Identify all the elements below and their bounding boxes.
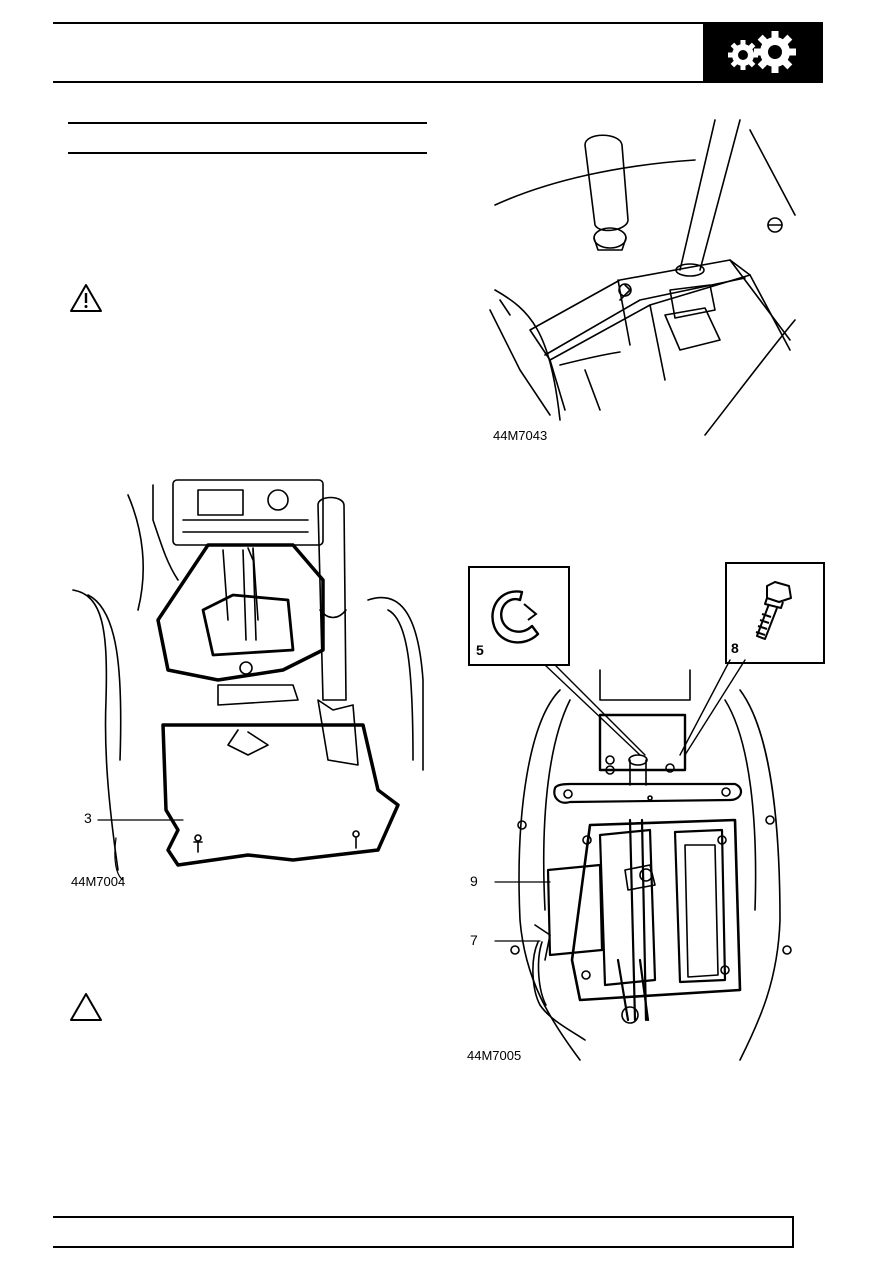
callout-7: 7 — [470, 932, 478, 948]
inset-box-bolt — [725, 562, 825, 664]
illustration-selector-assembly — [494, 659, 792, 1061]
gears-icon — [728, 31, 796, 73]
bolt-icon — [755, 581, 792, 640]
header-bottom-rule — [53, 81, 703, 83]
section-rule-top — [68, 122, 427, 124]
footer-rule-top — [53, 1216, 794, 1218]
inset-box-circlip — [468, 566, 570, 666]
callout-5: 5 — [476, 642, 484, 658]
header-top-rule — [53, 22, 823, 24]
section-rule-bottom — [68, 152, 427, 154]
illustration-gear-lever-trim — [489, 119, 796, 436]
figure-id: 44M7004 — [71, 874, 126, 889]
callout-8: 8 — [731, 640, 739, 656]
warning-triangle-icon — [70, 284, 102, 312]
footer-rule-bottom — [53, 1246, 794, 1248]
figure-id: 44M7005 — [467, 1048, 522, 1063]
callout-9: 9 — [470, 873, 478, 889]
circlip-icon — [491, 590, 540, 644]
header-icon-block — [703, 22, 823, 83]
footer-page-box-edge — [792, 1216, 794, 1248]
illustration-console-trim-panel — [72, 479, 424, 881]
callout-3: 3 — [84, 810, 92, 826]
caution-triangle-icon — [70, 993, 102, 1021]
figure-id: 44M7043 — [493, 428, 548, 443]
